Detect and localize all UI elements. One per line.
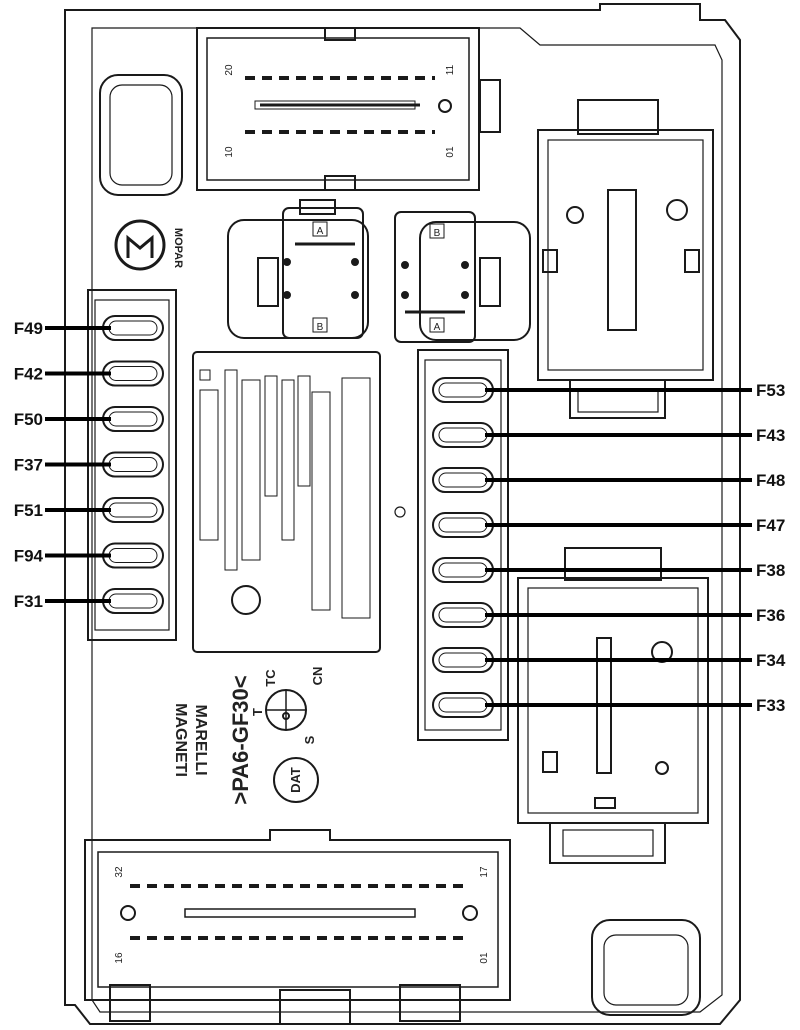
fuse-slot-f36 [432,602,494,628]
bottom-connector-pin-01: 01 [479,952,490,964]
housing-inner-outline [91,27,723,1013]
mopar-logo-text: MOPAR [172,228,184,268]
fuse-label-f31: F31 [14,592,43,611]
fuse-label-f43: F43 [756,426,785,445]
bottom-right-latch [591,919,701,1016]
fuse-slot-f50 [102,406,164,432]
top-connector-pin-20: 20 [224,64,235,76]
top-connector-pin-01: 01 [445,146,456,158]
label-plate [192,351,381,653]
dat-circle [273,757,319,803]
mopar-logo [114,219,166,271]
right-upper-connector [537,99,714,419]
date-mark: DAT [288,767,303,793]
bottom-connector-pin-17: 17 [479,866,490,878]
fuse-label-f48: F48 [756,471,785,490]
fuse-label-f42: F42 [14,365,43,384]
fuse-label-f47: F47 [756,516,785,535]
fuse-slot-f31 [102,588,164,614]
fuse-label-f49: F49 [14,319,43,338]
material-mark: >PA6-GF30< [228,675,253,804]
bottom-connector-pin-16: 16 [114,952,125,964]
fuse-slot-f48 [432,467,494,493]
fuse-slot-f51 [102,497,164,523]
relay-right-pin-a: A [434,322,441,333]
fuse-label-f50: F50 [14,410,43,429]
dial-t: T [250,708,265,716]
fuse-label-f94: F94 [14,547,44,566]
fuse-slot-f53 [432,377,494,403]
fuse-label-f36: F36 [756,606,785,625]
fuse-slot-f49 [102,315,164,341]
relay-left-pin-a: A [317,226,324,237]
top-left-latch [99,74,183,196]
fuse-label-f53: F53 [756,381,785,400]
dial-cn: CN [310,667,325,686]
fuse-slot-f37 [102,451,164,478]
fuse-slot-f38 [432,557,494,583]
fuse-label-f38: F38 [756,561,785,580]
bottom-connector [84,829,511,1025]
brand-magneti: MAGNETI [172,703,189,777]
dial-s: S [302,735,317,744]
top-connector-pin-11: 11 [445,64,456,75]
relay-left-pin-b: B [317,322,324,333]
fuse-slot-f34 [432,647,494,673]
brand-marelli: MARELLI [192,704,209,775]
bottom-connector-pin-32: 32 [114,866,125,878]
right-fuse-block [417,349,509,741]
fuse-label-f51: F51 [14,501,43,520]
relay-right [394,211,531,343]
fuse-slot-f33 [432,692,494,718]
fuse-label-f37: F37 [14,456,43,475]
fuse-label-f34: F34 [756,651,786,670]
relay-right-pin-b: B [434,228,441,239]
fuse-label-f33: F33 [756,696,785,715]
top-connector [196,27,501,191]
fuse-slot-f47 [432,512,494,538]
fuse-slot-f42 [102,360,164,387]
relay-left [227,199,369,339]
housing-outline [64,3,741,1025]
fuse-slot-f43 [432,422,494,448]
fuse-slot-f94 [102,542,164,569]
dial-tc: TC [263,669,278,687]
top-connector-pin-10: 10 [224,146,235,158]
